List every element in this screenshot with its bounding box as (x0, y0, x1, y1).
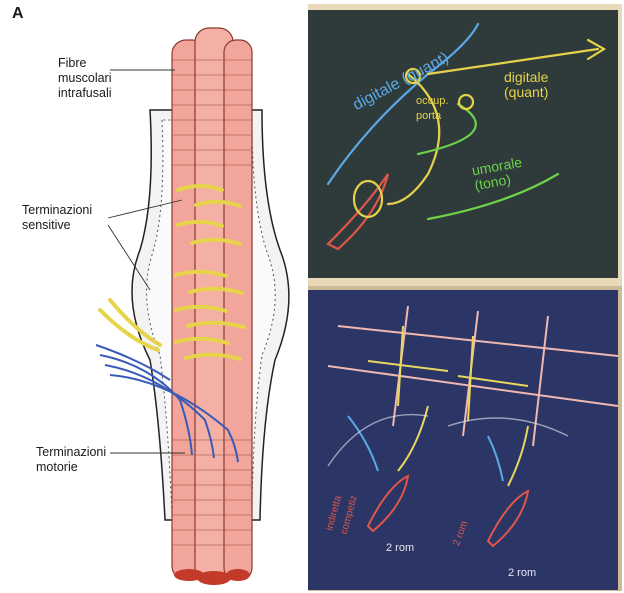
chalk-occup: occup. porta (416, 94, 448, 124)
panel-letter: A (12, 6, 24, 21)
fibre-end (226, 569, 250, 581)
muscle-spindle-illustration: A Fibre muscolari intrafusali Terminazio… (0, 0, 308, 593)
spindle-drawing (0, 0, 308, 593)
chalkboard-bottom-drawing (308, 286, 622, 591)
chalkboard-bottom-photo: indiretta competiz 2 rom 2 rom 2 rom (308, 286, 622, 591)
chalk-bottom-right: 2 rom (508, 566, 536, 581)
fibre-end (197, 571, 231, 585)
label-sensitive: Terminazioni sensitive (22, 203, 92, 233)
label-fibre: Fibre muscolari intrafusali (58, 56, 112, 101)
chalkboard-top-drawing (308, 4, 622, 286)
chalk-arrow-note: 2 rom (386, 541, 414, 556)
chalkboard-top-photo: digitale (quant) digitale (quant) occup.… (308, 4, 622, 286)
label-motorie: Terminazioni motorie (36, 445, 106, 475)
board-surface (308, 10, 618, 278)
chalk-digitale-yellow: digitale (quant) (504, 70, 548, 100)
